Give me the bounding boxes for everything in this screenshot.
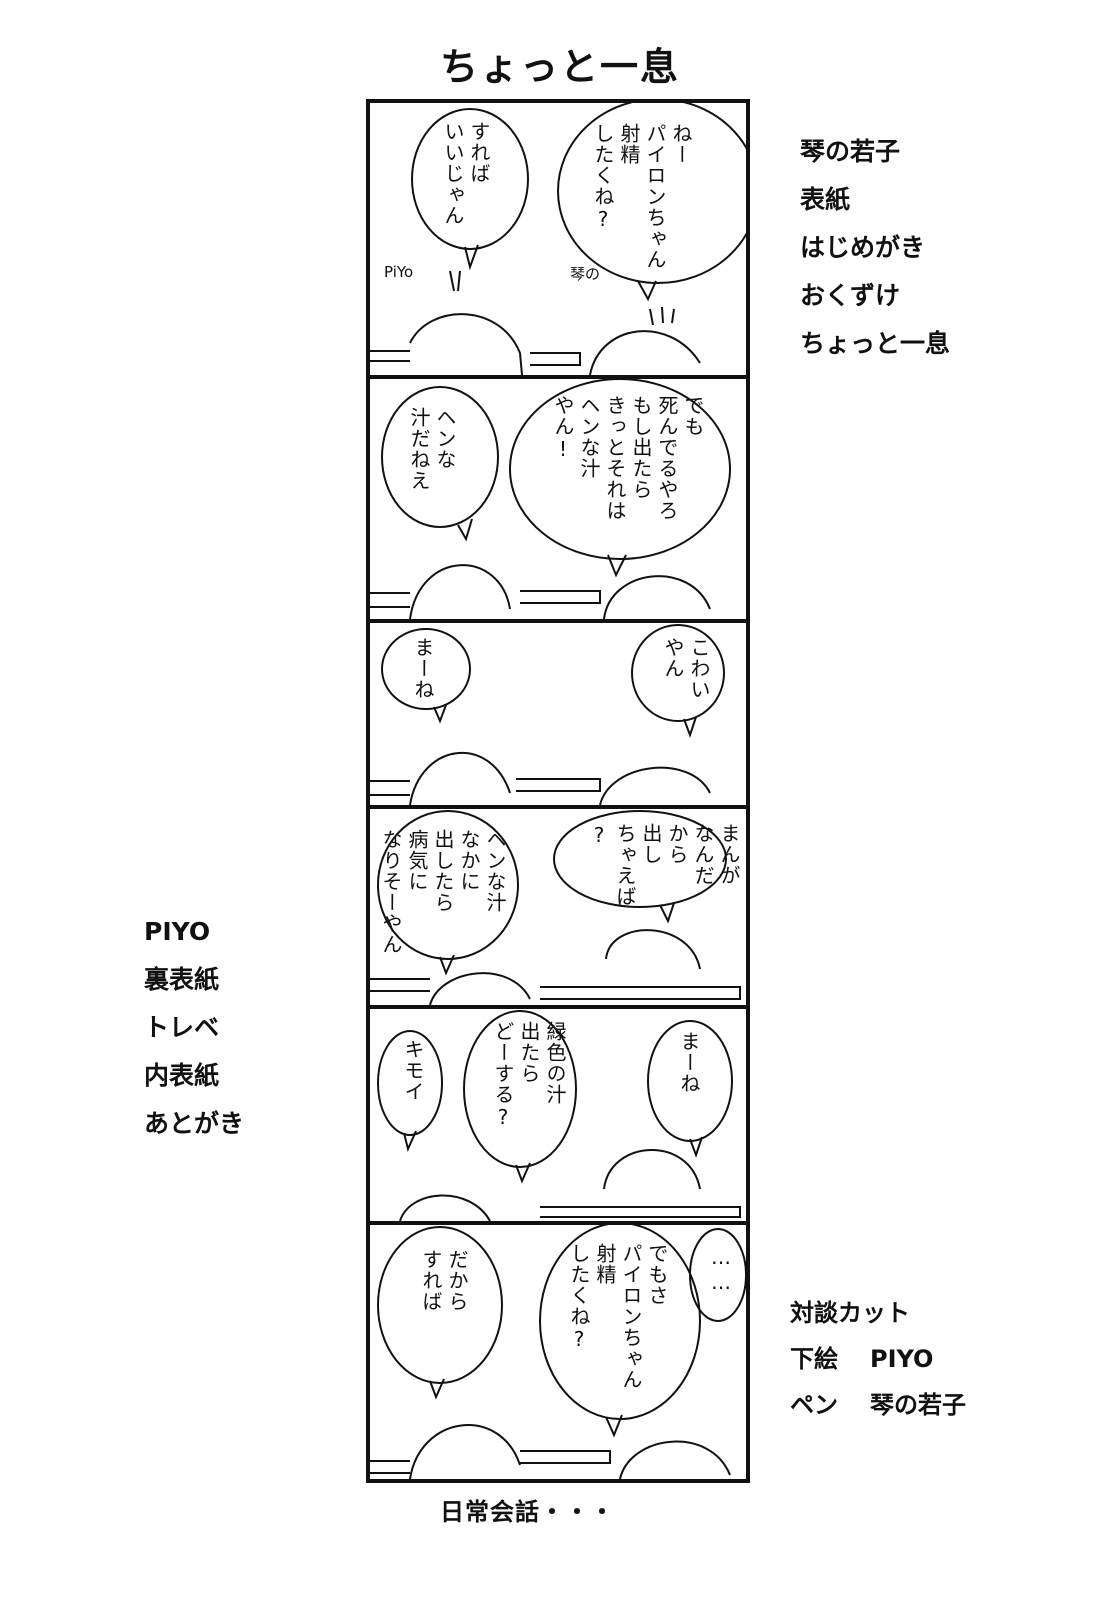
credits-right: 琴の若子 表紙 はじめがき おくずけ ちょっと一息 <box>800 128 950 368</box>
credit-line: おくずけ <box>800 281 901 310</box>
comic-panel-3: まーね こわい やん <box>370 623 746 805</box>
comic-panel-2: ヘンな 汁だねえ でも 死んでるやろ もし出たら きっとそれは ヘンな汁 やん! <box>370 379 746 619</box>
credit-line: あとがき <box>144 1109 245 1138</box>
credit-heading: 対談カット <box>790 1299 910 1327</box>
panel-art <box>370 379 731 619</box>
speech-bubble-text: すれば いいじゃん <box>441 121 491 226</box>
credit-line: PIYO <box>144 917 211 946</box>
credit-line: 下絵 PIYO <box>790 1336 966 1382</box>
page-title: ちょっと一息 <box>440 45 681 89</box>
comic-panel-4: ヘンな汁 なかに 出したら 病気に なりそーやん まんが なんだ から 出し ち… <box>370 809 746 1005</box>
panel-divider <box>370 805 746 809</box>
character-tag: 琴の <box>570 265 601 283</box>
credit-role: 下絵 <box>790 1345 838 1373</box>
comic-panel-1: すれば いいじゃん ねー パイロンちゃん 射精 したくね? PiYo 琴の <box>370 103 746 375</box>
panel-art <box>377 1010 741 1221</box>
comic-panel-5: キモイ 緑色の汁 出たら どーする? まーね <box>370 1009 746 1221</box>
speech-bubble-text: ねー パイロンちゃん 射精 したくね? <box>591 123 693 270</box>
speech-bubble-text: キモイ <box>401 1039 425 1102</box>
credit-role: ペン <box>790 1391 838 1419</box>
panel-divider <box>370 619 746 623</box>
panel-divider <box>370 375 746 379</box>
credit-line: ペン 琴の若子 <box>790 1382 966 1428</box>
footer-caption: 日常会話・・・ <box>440 1498 615 1526</box>
credit-line: はじめがき <box>800 233 926 262</box>
speech-bubble-text: ヘンな 汁だねえ <box>407 407 457 491</box>
speech-bubble-text: まーね <box>677 1031 701 1094</box>
comic-panel-6: だから すれば でもさ パイロンちゃん 射精 したくね? …… <box>370 1225 746 1479</box>
panel-divider <box>370 1221 746 1225</box>
panel-art <box>370 1225 746 1479</box>
speech-bubble-text: …… <box>709 1245 733 1295</box>
panel-art <box>370 103 746 375</box>
panel-art <box>370 624 725 805</box>
credit-line: 表紙 <box>800 185 851 214</box>
credits-bottom: 対談カット 下絵 PIYO ペン 琴の若子 <box>790 1290 966 1428</box>
panel-art <box>370 810 741 1005</box>
credit-name: PIYO <box>870 1345 934 1373</box>
speech-bubble-text: まーね <box>411 637 435 700</box>
credit-line: トレベ <box>144 1013 220 1042</box>
speech-bubble-text: でもさ パイロンちゃん 射精 したくね? <box>567 1243 669 1390</box>
speech-bubble-text: ヘンな汁 なかに 出したら 病気に なりそーやん <box>379 829 507 955</box>
speech-bubble-text: でも 死んでるやろ もし出たら きっとそれは ヘンな汁 やん! <box>551 395 705 521</box>
comic-strip: すれば いいじゃん ねー パイロンちゃん 射精 したくね? PiYo 琴の ヘン… <box>366 99 750 1483</box>
character-tag: PiYo <box>384 263 414 281</box>
credit-name: 琴の若子 <box>870 1391 966 1419</box>
credit-line: 琴の若子 <box>800 137 901 166</box>
speech-bubble-text: だから すれば <box>419 1249 469 1312</box>
speech-bubble-text: まんが なんだ から 出し ちゃえば ? <box>587 823 741 907</box>
speech-bubble-text: 緑色の汁 出たら どーする? <box>491 1021 567 1130</box>
panel-divider <box>370 1005 746 1009</box>
credits-left: PIYO 裏表紙 トレベ 内表紙 あとがき <box>144 908 244 1148</box>
credit-line: 裏表紙 <box>144 965 220 994</box>
speech-bubble-text: こわい やん <box>661 637 711 700</box>
credit-line: 内表紙 <box>144 1061 220 1090</box>
credit-line: ちょっと一息 <box>800 329 951 358</box>
